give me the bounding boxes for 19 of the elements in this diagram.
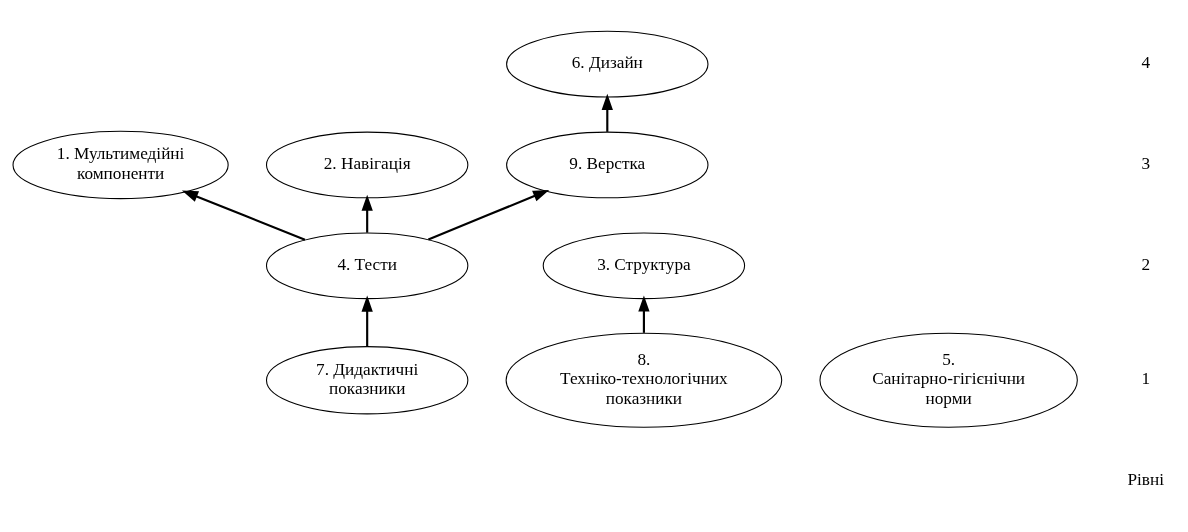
node-ellipse: 4. Тести bbox=[265, 232, 469, 300]
arrow bbox=[427, 189, 550, 241]
node-ellipse: 8. Техніко-технологічних показники bbox=[505, 332, 783, 428]
arrow bbox=[638, 295, 650, 333]
label: 1 bbox=[1141, 369, 1150, 389]
node-ellipse: 6. Дизайн bbox=[506, 30, 709, 98]
node-ellipse: 5. Санітарно-гігієнічни норми bbox=[819, 332, 1078, 428]
label: 3 bbox=[1141, 154, 1150, 174]
label: 2 bbox=[1141, 254, 1150, 274]
node-ellipse: 9. Верстка bbox=[506, 131, 709, 199]
arrow bbox=[601, 93, 613, 132]
arrow bbox=[361, 194, 373, 233]
node-ellipse: 3. Структура bbox=[542, 232, 746, 300]
label: Рівні bbox=[1127, 470, 1164, 490]
node-ellipse: 7. Дидактичні показники bbox=[265, 346, 469, 415]
node-ellipse: 2. Навігація bbox=[265, 131, 469, 199]
label: 4 bbox=[1141, 53, 1150, 73]
arrow bbox=[181, 190, 306, 241]
arrow bbox=[361, 295, 373, 347]
